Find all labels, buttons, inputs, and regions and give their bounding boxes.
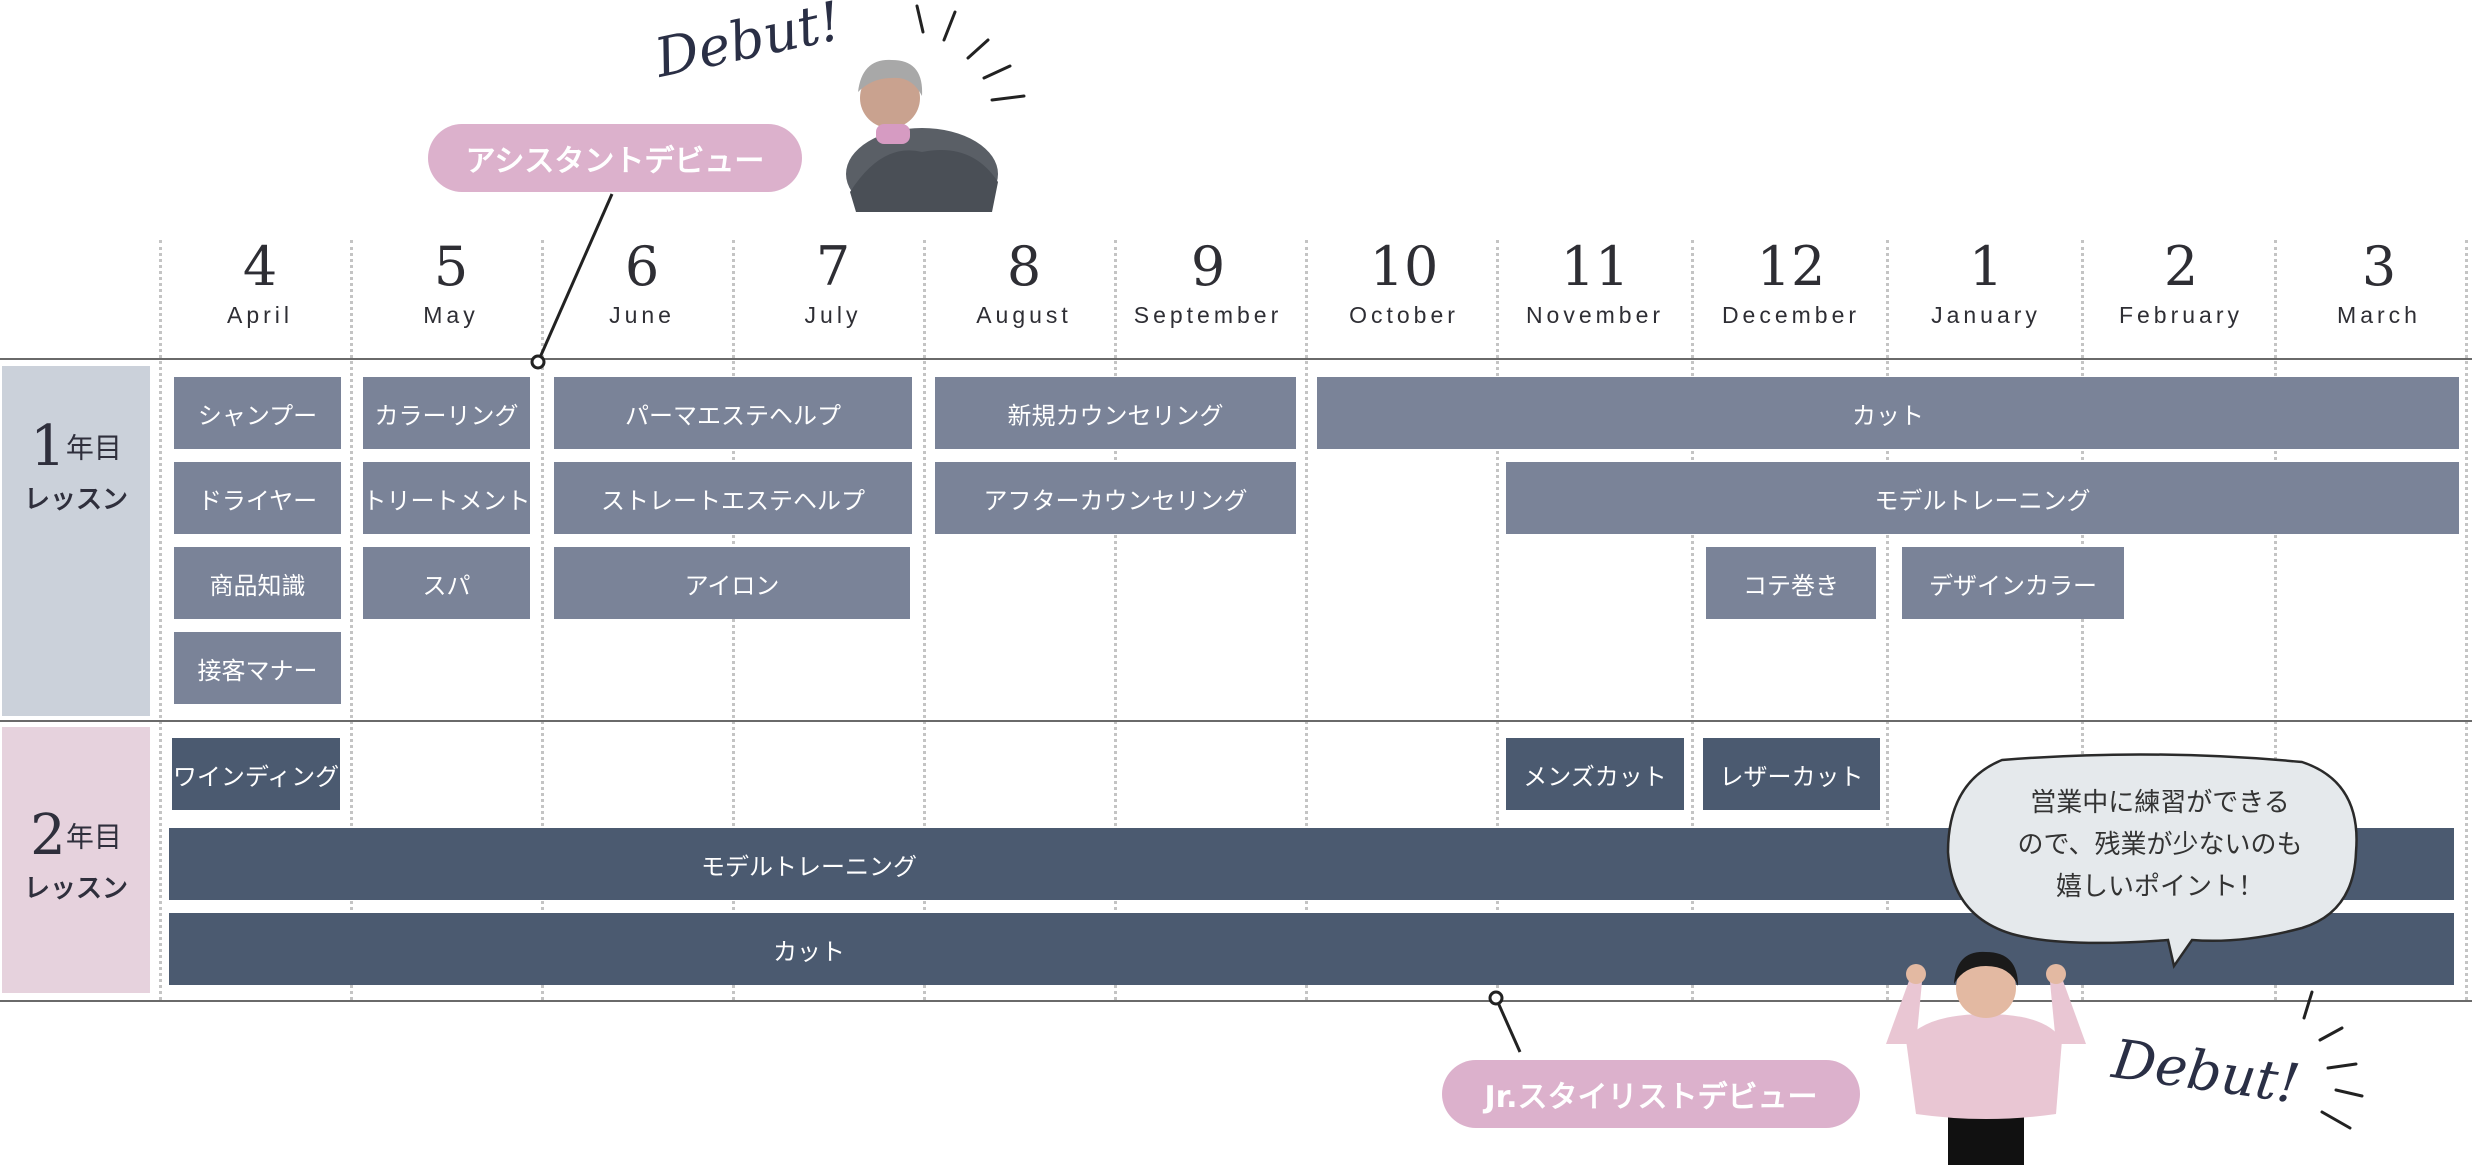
month-header-april: 4 April [165, 236, 355, 329]
month-name: July [804, 302, 862, 328]
lesson-bar-label: モデルトレーニング [701, 852, 917, 881]
lesson-bar: モデルトレーニング [1506, 462, 2459, 534]
month-number: 12 [1756, 235, 1826, 298]
lesson-bar: レザーカット [1703, 738, 1880, 810]
month-divider [1305, 240, 1308, 1000]
month-divider [350, 240, 353, 1000]
sparkle-lines-bottom [2302, 990, 2364, 1130]
month-number: 4 [242, 235, 278, 298]
month-divider [1496, 240, 1499, 1000]
lesson-bar: カラーリング [363, 377, 530, 449]
month-name: June [609, 302, 675, 328]
lesson-bar: スパ [363, 547, 530, 619]
month-divider [923, 240, 926, 1000]
lesson-bar: ワインディング [172, 738, 340, 810]
month-name: August [976, 302, 1072, 328]
speech-bubble [1946, 753, 2358, 970]
month-number: 8 [1006, 235, 1042, 298]
section-divider [0, 1000, 2472, 1002]
month-number: 6 [624, 235, 660, 298]
month-name: September [1133, 302, 1283, 328]
speech-bubble-line: ので、残業が少ないのも [2017, 830, 2303, 860]
year2-suffix: 年目 [65, 820, 122, 854]
year1-label-panel: 1年目 レッスン [2, 366, 150, 716]
month-divider [2081, 240, 2084, 1000]
month-number: 9 [1190, 235, 1226, 298]
month-header-january: 1 January [1891, 236, 2081, 329]
month-header-march: 3 March [2284, 236, 2472, 329]
month-divider [1886, 240, 1889, 1000]
section-divider [0, 720, 2472, 722]
section-divider [0, 358, 2472, 360]
month-number: 3 [2361, 235, 2397, 298]
year1-number: 1 [30, 414, 66, 479]
month-name: January [1931, 302, 2041, 328]
month-name: December [1721, 302, 1861, 328]
month-number: 2 [2163, 235, 2199, 298]
month-header-may: 5 May [356, 236, 546, 329]
month-header-september: 9 September [1113, 236, 1303, 329]
month-divider [159, 240, 162, 1000]
lesson-bar: アイロン [554, 547, 910, 619]
month-divider [732, 240, 735, 1000]
month-divider [1114, 240, 1117, 1000]
month-header-december: 12 December [1696, 236, 1886, 329]
year1-suffix: 年目 [65, 431, 122, 465]
month-number: 11 [1560, 235, 1630, 298]
lesson-bar: トリートメント [363, 462, 530, 534]
month-number: 10 [1369, 235, 1439, 298]
stylist-photo [1886, 951, 2086, 1165]
year1-subtitle: レッスン [23, 485, 128, 515]
month-name: October [1349, 302, 1459, 328]
sparkle-lines-top [915, 4, 1026, 102]
month-header-november: 11 November [1500, 236, 1690, 329]
month-name: November [1525, 302, 1665, 328]
lesson-bar: メンズカット [1506, 738, 1684, 810]
lesson-bar: パーマエステヘルプ [554, 377, 912, 449]
month-divider [541, 240, 544, 1000]
month-divider [1691, 240, 1694, 1000]
month-name: April [226, 302, 293, 328]
lesson-bar: デザインカラー [1902, 547, 2124, 619]
stylist-debut-dot [1488, 990, 1504, 1006]
month-header-february: 2 February [2086, 236, 2276, 329]
assistant-debut-label: アシスタントデビュー [428, 124, 802, 192]
month-number: 7 [815, 235, 851, 298]
lesson-bar: ドライヤー [174, 462, 341, 534]
month-name: February [2118, 302, 2244, 328]
lesson-bar: 接客マナー [174, 632, 341, 704]
month-header-june: 6 June [547, 236, 737, 329]
lesson-bar: ストレートエステヘルプ [554, 462, 912, 534]
speech-bubble-line: 営業中に練習ができる [2030, 788, 2290, 818]
month-number: 1 [1968, 235, 2004, 298]
speech-bubble-line: 嬉しいポイント！ [2055, 872, 2264, 902]
lesson-bar: 商品知識 [174, 547, 341, 619]
speech-bubble-text: 営業中に練習ができる ので、残業が少ないのも 嬉しいポイント！ [1960, 782, 2360, 908]
year2-label-panel: 2年目 レッスン [2, 727, 150, 993]
month-number: 5 [433, 235, 469, 298]
month-divider [2274, 240, 2277, 1000]
year2-number: 2 [30, 803, 66, 868]
month-name: May [423, 302, 479, 328]
lesson-bar: アフターカウンセリング [935, 462, 1296, 534]
stylist-debut-label: Jr.スタイリストデビュー [1442, 1060, 1860, 1128]
month-header-august: 8 August [929, 236, 1119, 329]
assistant-debut-dot [530, 354, 546, 370]
month-header-october: 10 October [1309, 236, 1499, 329]
month-header-july: 7 July [738, 236, 928, 329]
stylist-debut-pointer [1494, 997, 1522, 1053]
lesson-bar: シャンプー [174, 377, 341, 449]
month-divider [2465, 240, 2468, 1000]
lesson-bar: カット [1317, 377, 2459, 449]
lesson-bar-label: カット [773, 937, 845, 966]
assistant-photo [846, 59, 998, 212]
lesson-bar: コテ巻き [1706, 547, 1876, 619]
month-name: March [2337, 302, 2421, 328]
lesson-bar: 新規カウンセリング [935, 377, 1296, 449]
assistant-debut-pointer [536, 193, 614, 363]
year2-subtitle: レッスン [23, 874, 128, 904]
